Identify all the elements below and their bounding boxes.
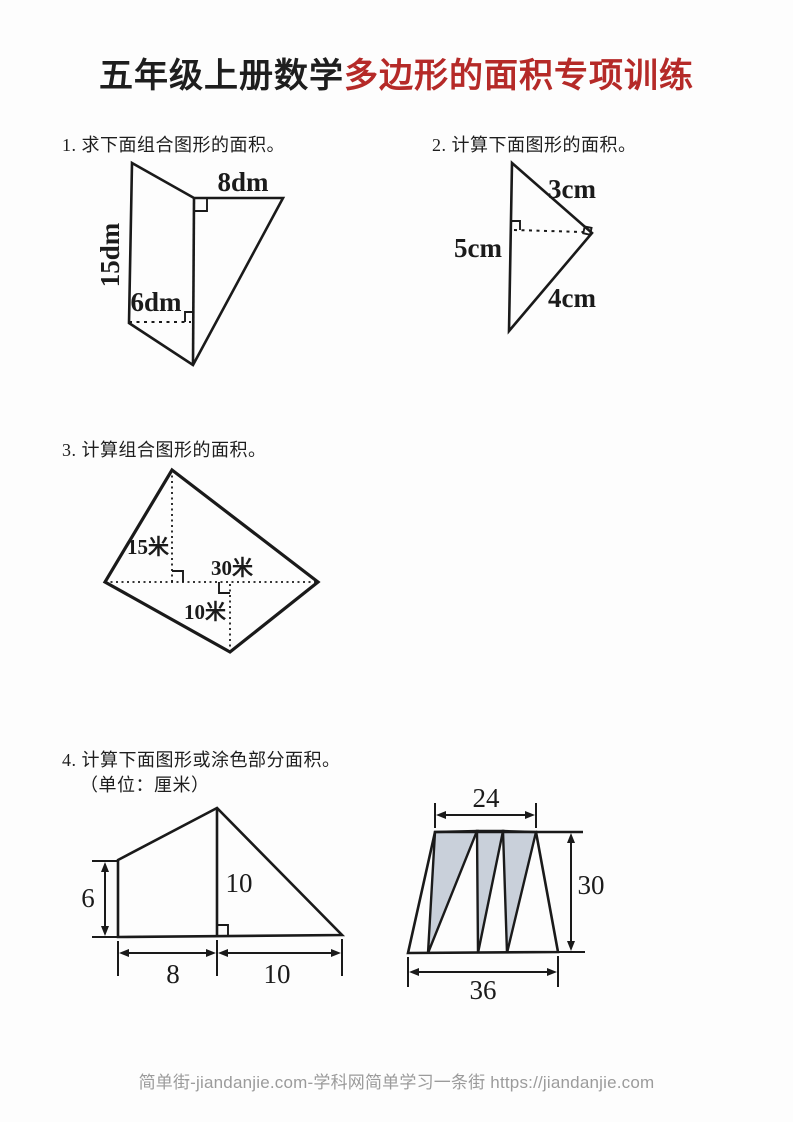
- problem-1-heading: 1. 求下面组合图形的面积。: [62, 135, 285, 155]
- page-title-black: 五年级上册数学: [99, 58, 344, 95]
- figure-4-right-top24-label: 24: [473, 783, 501, 813]
- figure-1-left-side-label: 15dm: [95, 222, 125, 287]
- figure-3-lower-height-label: 10米: [184, 600, 227, 624]
- figure-4-right-shape: 24 30 36: [406, 783, 605, 1005]
- figure-4-left-inner-height10-label: 10: [226, 868, 253, 898]
- problem-2-heading: 2. 计算下面图形的面积。: [432, 135, 637, 155]
- page-title: 五年级上册数学多边形的面积专项训练: [0, 48, 793, 97]
- figure-3-right-angle-upper-icon: [172, 570, 184, 582]
- problem-4-heading-line2: （单位：厘米）: [80, 775, 210, 795]
- figure-4-left-base8-label: 8: [166, 959, 180, 989]
- figure-1-top-side-label: 8dm: [217, 167, 269, 197]
- footer-watermark: 简单街-jiandanjie.com-学科网简单学习一条街 https://ji…: [138, 1073, 655, 1092]
- figure-1-outline: [127, 160, 286, 367]
- problem-3-heading: 3. 计算组合图形的面积。: [62, 440, 267, 460]
- figure-4-right-dim30-arrowhead-up-icon: [567, 833, 575, 843]
- figure-4-right-dim24-arrowhead-left-icon: [436, 811, 446, 819]
- figure-4-left-dim8-arrowhead-left-icon: [119, 949, 129, 957]
- figure-4-left-height6-label: 6: [81, 883, 95, 913]
- figure-1-inner-base-label: 6dm: [130, 287, 182, 317]
- page-title-red: 多边形的面积专项训练: [344, 58, 694, 95]
- figure-2-right-angle-icon: [511, 220, 521, 230]
- figure-4-right-shaded-triangle-3: [501, 829, 538, 954]
- figure-4-right-dim24-arrowhead-right-icon: [525, 811, 535, 819]
- figure-2-bottom-side-label: 4cm: [548, 283, 596, 313]
- figure-3-upper-height-label: 15米: [127, 535, 170, 559]
- figure-4-left-dim6-arrowhead-up-icon: [101, 862, 109, 872]
- figure-4-left-dim10-arrowhead-left-icon: [218, 949, 228, 957]
- figure-4-left-base10-label: 10: [264, 959, 291, 989]
- figure-4-left-dim6-arrowhead-down-icon: [101, 926, 109, 936]
- figure-4-right-dim36-arrowhead-right-icon: [547, 968, 557, 976]
- figure-3-right-angle-lower-icon: [218, 582, 230, 594]
- figure-2-outline: [507, 160, 594, 335]
- figure-4-right-dim30-arrowhead-down-icon: [567, 941, 575, 951]
- figure-4-right-shaded-triangle-2: [475, 829, 505, 954]
- figure-2-triangle: 3cm 5cm 4cm: [454, 160, 596, 335]
- figure-4-right-height30-label: 30: [578, 870, 605, 900]
- figure-2-dashed-height-line: [513, 229, 584, 233]
- figure-4-left-dim10-arrowhead-right-icon: [331, 949, 341, 957]
- figure-3-diagonal-base-label: 30米: [211, 556, 254, 580]
- figure-2-left-side-label: 5cm: [454, 233, 502, 263]
- figure-2-top-side-label: 3cm: [548, 174, 596, 204]
- figure-1-composite-shape: 8dm 15dm 6dm: [95, 160, 286, 367]
- figure-4-right-shaded-triangle-1: [426, 829, 479, 954]
- figure-4-left-shape: 6 10 8 10: [81, 806, 346, 989]
- figure-1-right-angle-top-icon: [194, 198, 208, 212]
- figure-4-right-bottom36-label: 36: [470, 975, 497, 1005]
- figure-4-left-dim8-arrowhead-right-icon: [206, 949, 216, 957]
- figure-3-composite-quadrilateral: 15米 30米 10米: [102, 467, 321, 654]
- problem-4-heading-line1: 4. 计算下面图形或涂色部分面积。: [62, 750, 341, 770]
- figure-4-left-right-angle-icon: [217, 924, 229, 936]
- figure-1-inner-vertical-line: [191, 197, 196, 366]
- figure-4-right-dim36-arrowhead-left-icon: [409, 968, 419, 976]
- figure-1-right-angle-bottom-icon: [184, 311, 193, 322]
- figure-2-vertex-mark-icon: [582, 225, 593, 236]
